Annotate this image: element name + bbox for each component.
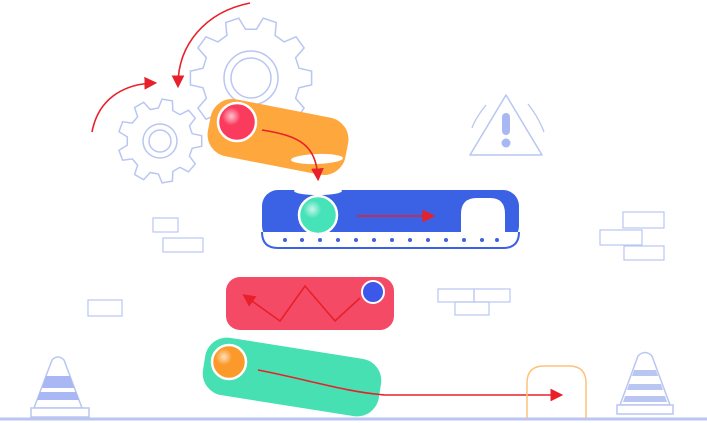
conveyor-rollers: [283, 238, 499, 242]
orange-ramp: [207, 98, 349, 182]
brick-decorations: [87, 211, 665, 317]
blue-conveyor: [261, 187, 520, 249]
zigzag-arrow: [242, 284, 361, 323]
traffic-cone-left-icon: [30, 356, 90, 418]
green-ramp: [202, 337, 564, 417]
gear-small-icon: [118, 98, 203, 184]
conveyor-door: [461, 198, 505, 234]
red-zigzag-block: [226, 277, 394, 330]
blue-ball: [361, 280, 385, 304]
rotation-arrow-left: [91, 76, 158, 133]
exit-door-outline: [526, 365, 587, 418]
rotation-arrow-top: [171, 2, 251, 89]
ramp-arrow-green: [257, 369, 564, 402]
traffic-cone-right-icon: [616, 351, 674, 415]
warning-sign-icon: [469, 94, 545, 156]
ramp-arrow-orange: [261, 129, 324, 182]
